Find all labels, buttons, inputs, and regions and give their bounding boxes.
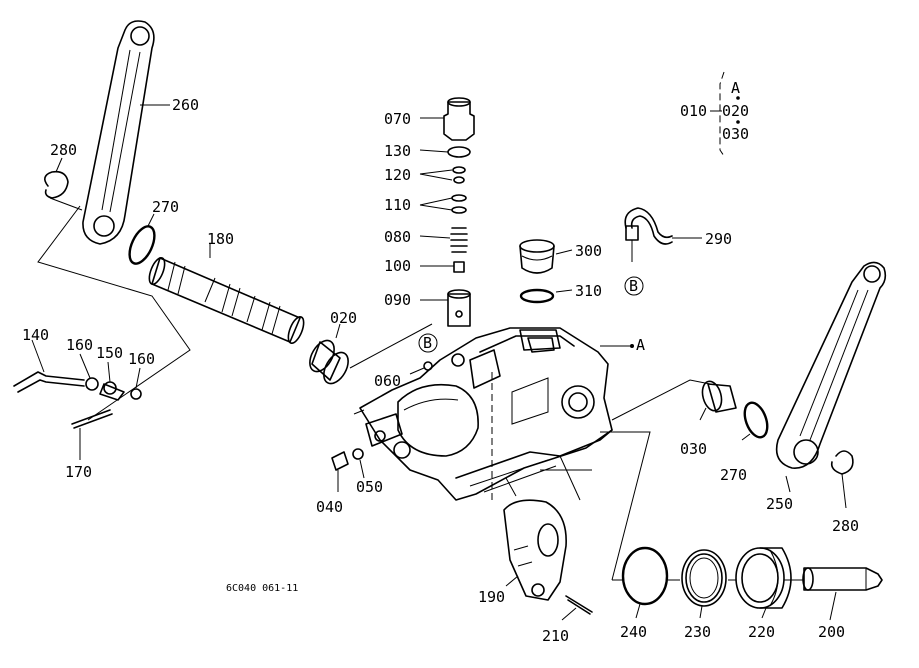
snap-ring-left (44, 170, 83, 211)
label-080: 080 (384, 228, 411, 246)
label-280-right: 280 (832, 517, 859, 535)
plug-060 (423, 361, 433, 371)
label-220: 220 (748, 623, 775, 641)
label-040: 040 (316, 498, 343, 516)
valve-stack (443, 97, 475, 327)
o-ring-240 (621, 546, 669, 606)
label-250: 250 (766, 495, 793, 513)
ring-230 (681, 549, 727, 607)
drawing-code: 6C040 061-11 (226, 583, 298, 594)
o-ring-left (128, 225, 156, 265)
bushing-030 (701, 380, 737, 413)
label-130: 130 (384, 142, 411, 160)
pipe-290 (624, 207, 673, 262)
label-070: 070 (384, 110, 411, 128)
label-300: 300 (575, 242, 602, 260)
label-030-index: 030 (722, 125, 749, 143)
label-050: 050 (356, 478, 383, 496)
label-290: 290 (705, 230, 732, 248)
label-090: 090 (384, 291, 411, 309)
plug-040 (331, 448, 364, 471)
label-060: 060 (374, 372, 401, 390)
label-200: 200 (818, 623, 845, 641)
piston-220 (735, 547, 792, 609)
linkage-rod (13, 371, 142, 429)
lift-arm-left (82, 20, 155, 245)
label-270-left: 270 (152, 198, 179, 216)
pin-210 (565, 595, 593, 615)
label-020: 020 (330, 309, 357, 327)
label-110: 110 (384, 196, 411, 214)
label-160-b: 160 (128, 350, 155, 368)
label-a-index: A (731, 79, 740, 97)
label-260: 260 (172, 96, 199, 114)
ref-marker-b-mid (418, 333, 438, 353)
lift-arm-right (775, 261, 887, 469)
label-150: 150 (96, 344, 123, 362)
rod-200 (802, 567, 883, 591)
label-190: 190 (478, 588, 505, 606)
assembly-line-left (37, 205, 191, 421)
ref-marker-b-right (624, 276, 644, 296)
label-230: 230 (684, 623, 711, 641)
label-210: 210 (542, 627, 569, 645)
o-ring-right (743, 401, 769, 439)
lift-shaft (148, 257, 305, 344)
label-010: 010 (680, 102, 707, 120)
snap-ring-right (830, 450, 854, 475)
label-b-right: B (629, 277, 638, 295)
label-a-main: A (636, 336, 645, 354)
hydraulic-housing (353, 327, 613, 501)
label-b-mid: B (423, 334, 432, 352)
label-310: 310 (575, 282, 602, 300)
assembly-line-right (611, 379, 711, 421)
label-240: 240 (620, 623, 647, 641)
o-ring-310 (519, 288, 555, 304)
assembly-index: 010 A 020 030 (680, 71, 749, 157)
label-120: 120 (384, 166, 411, 184)
label-280-left: 280 (50, 141, 77, 159)
label-170: 170 (65, 463, 92, 481)
label-100: 100 (384, 257, 411, 275)
cap-300 (519, 239, 555, 274)
bushing-020 (309, 339, 349, 385)
label-140: 140 (22, 326, 49, 344)
label-270-right: 270 (720, 466, 747, 484)
label-030: 030 (680, 440, 707, 458)
label-160-a: 160 (66, 336, 93, 354)
lever-190 (503, 499, 567, 601)
label-180: 180 (207, 230, 234, 248)
label-020-index: 020 (722, 102, 749, 120)
